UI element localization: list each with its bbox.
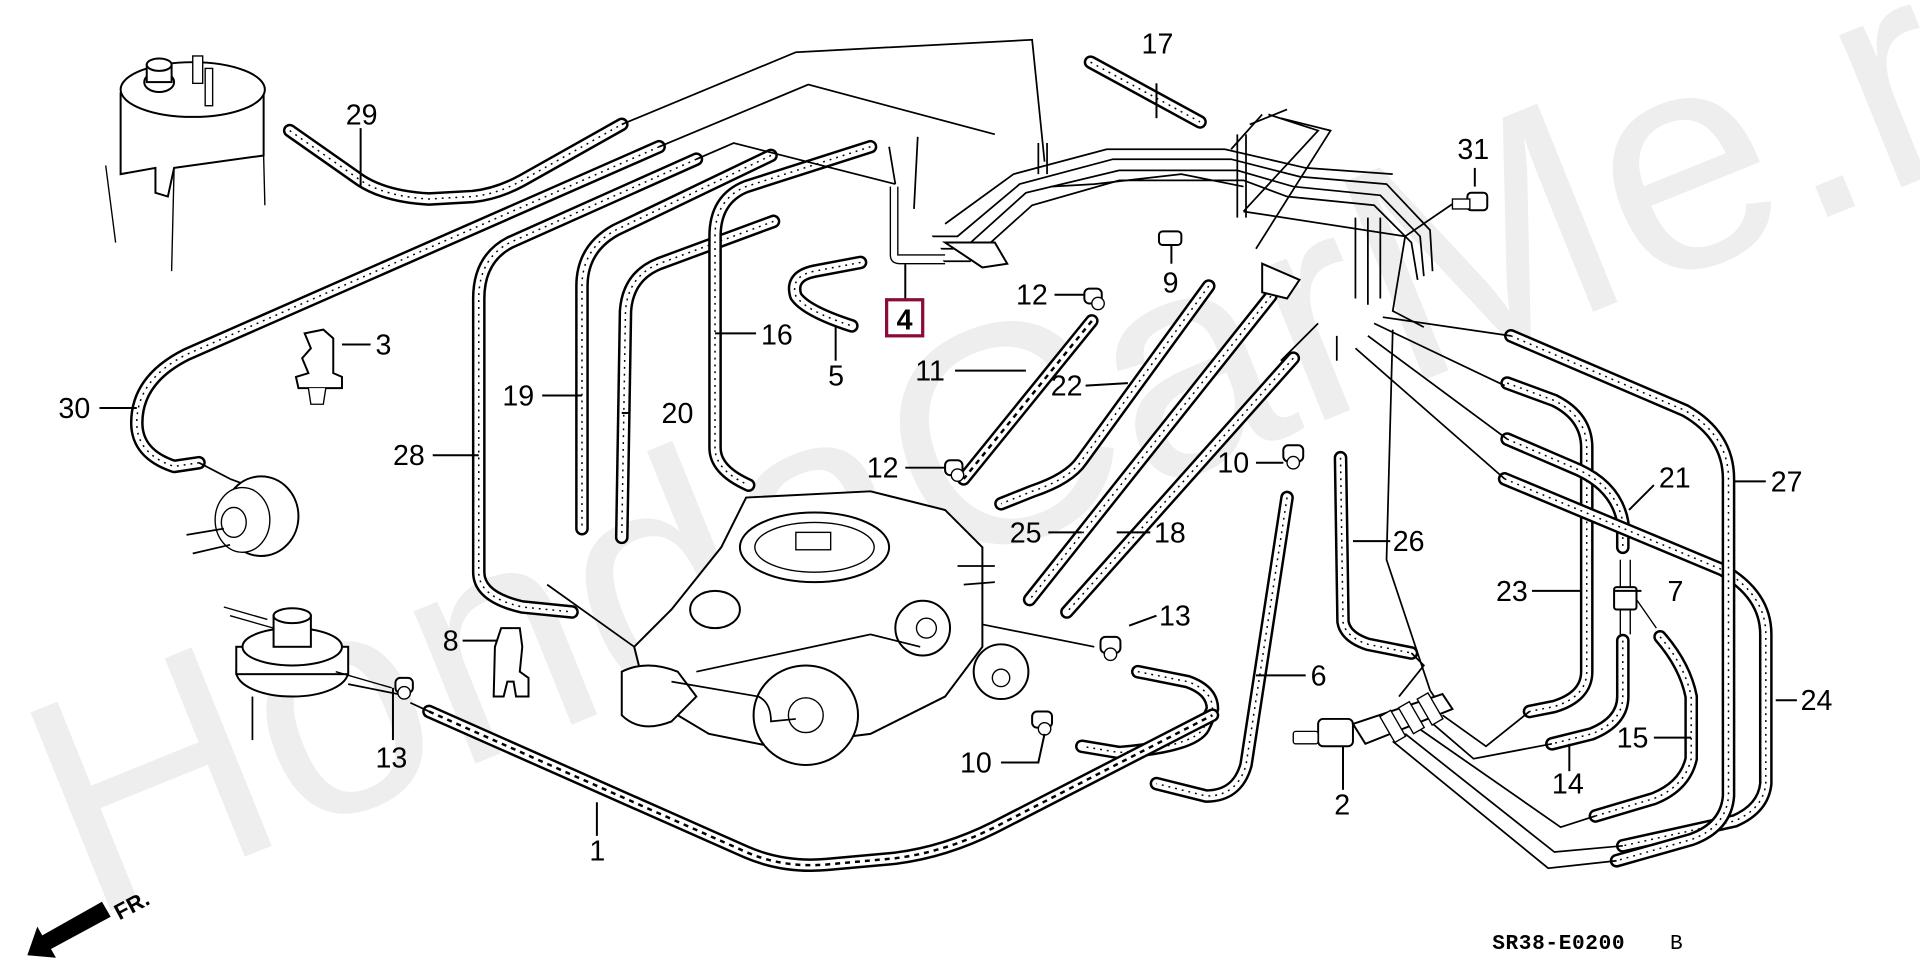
callout-29[interactable]: 29 [346,99,378,131]
callout-16[interactable]: 16 [761,320,793,352]
callout-18[interactable]: 18 [1154,517,1186,549]
hose-27[interactable] [1504,328,1736,868]
callout-7[interactable]: 7 [1668,576,1684,608]
hose-17[interactable] [1083,55,1207,129]
callout-leaders [99,83,1797,836]
part-4-pipe[interactable] [889,186,946,265]
clamp-10-upper[interactable] [1282,444,1305,470]
callout-26[interactable]: 26 [1393,526,1425,558]
hose-23[interactable] [1500,376,1594,719]
carburetor[interactable] [620,490,1030,766]
hose-19[interactable] [575,148,778,536]
callout-17[interactable]: 17 [1142,28,1174,60]
hose-15[interactable] [1588,630,1699,823]
hose-1[interactable] [422,704,1220,873]
pipe-bundle[interactable] [920,108,1434,305]
callout-22[interactable]: 22 [1051,371,1083,403]
callout-23[interactable]: 23 [1496,576,1528,608]
callout-3[interactable]: 3 [376,329,392,361]
callout-20[interactable]: 20 [662,398,694,430]
callout-14[interactable]: 14 [1552,769,1584,801]
arrow-down-left-icon [27,901,111,958]
highlight-box-4 [885,298,925,338]
callout-21[interactable]: 21 [1659,463,1691,495]
callout-11[interactable]: 11 [915,356,945,388]
callout-31[interactable]: 31 [1457,134,1489,166]
hose-18[interactable] [1060,351,1301,619]
callout-labels: 29 3 30 28 19 20 16 5 4 17 9 12 11 22 12… [58,28,1832,867]
hose-group [129,55,1773,873]
clamp-13-left[interactable] [394,676,414,700]
part-31-bolt[interactable] [1404,191,1489,238]
callout-1[interactable]: 1 [589,836,605,868]
hose-25[interactable] [1022,289,1278,607]
diagram-code-text: SR38-E0200 [1492,932,1625,956]
hose-14[interactable] [1545,633,1630,751]
callout-15[interactable]: 15 [1617,723,1649,755]
diagram-code-suffix: B [1670,932,1683,956]
part-8-clip[interactable] [492,627,530,698]
callout-10-lower[interactable]: 10 [960,747,992,779]
callout-27[interactable]: 27 [1771,466,1803,498]
callout-5[interactable]: 5 [828,361,844,393]
diagram-code: SR38-E0200 B [1492,932,1683,956]
hose-26[interactable] [1333,450,1419,660]
callout-24[interactable]: 24 [1801,685,1833,717]
clamp-13-right[interactable] [1099,635,1122,662]
hose-28[interactable] [471,152,704,619]
callout-10-upper[interactable]: 10 [1217,448,1249,480]
callout-12-upper[interactable]: 12 [1016,280,1048,312]
fuel-damper[interactable] [223,606,392,741]
callout-13-right[interactable]: 13 [1159,601,1191,633]
vacuum-valve-left[interactable] [186,475,300,557]
callout-6[interactable]: 6 [1311,660,1327,692]
part-7-tee[interactable] [1613,559,1657,635]
clamp-10-lower[interactable] [1031,710,1054,736]
callout-25[interactable]: 25 [1010,517,1042,549]
callout-13-left[interactable]: 13 [376,742,408,774]
part-2-valve[interactable] [1292,692,1454,748]
callout-8[interactable]: 8 [443,626,459,658]
part-9-clip[interactable] [1157,230,1183,247]
charcoal-canister[interactable] [105,55,266,272]
clamp-12-upper[interactable] [1083,287,1105,311]
hose-22[interactable] [994,279,1216,511]
callout-9[interactable]: 9 [1163,267,1179,299]
callout-12-lower[interactable]: 12 [867,453,899,485]
hose-20[interactable] [614,214,781,545]
callout-2[interactable]: 2 [1334,790,1350,822]
hose-11[interactable] [956,314,1099,486]
hose-5[interactable] [787,255,868,333]
hose-30[interactable] [129,139,666,474]
callout-4[interactable]: 4 [897,305,913,337]
hose-24[interactable] [1497,472,1773,853]
hose-16[interactable] [708,139,878,492]
callout-28[interactable]: 28 [393,440,425,472]
callout-30[interactable]: 30 [58,393,90,425]
hose-29[interactable] [282,117,629,206]
callout-19[interactable]: 19 [502,380,534,412]
part-3-clip[interactable] [294,328,343,405]
